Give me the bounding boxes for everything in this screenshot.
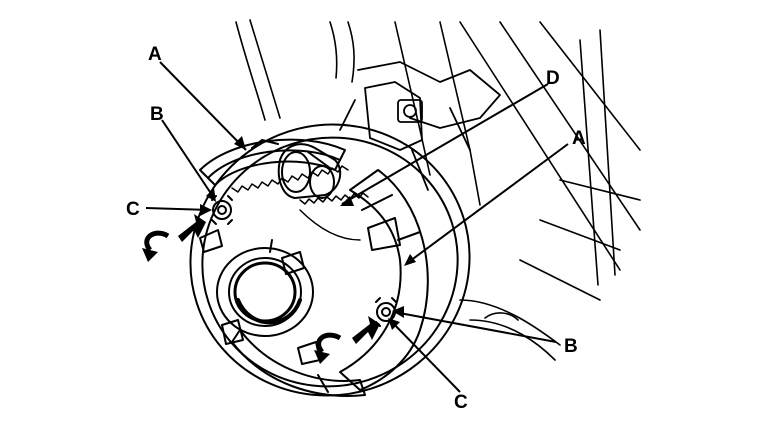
brake-shoe-lower [231, 329, 366, 397]
callout-d: D [546, 68, 560, 89]
backing-plate [189, 123, 471, 397]
arrowhead-icon [314, 350, 330, 364]
upper-mount [339, 61, 501, 191]
brake-shoe-right [339, 169, 429, 391]
callout-a-right: A [572, 128, 586, 149]
callout-c-left: C [126, 199, 140, 220]
axle-hub [216, 247, 314, 337]
callout-a-top: A [148, 44, 162, 65]
rotation-arrow-icon [316, 332, 342, 354]
callout-b-right: B [564, 336, 578, 357]
rotation-arrow-icon [144, 230, 170, 252]
lower-arm [459, 299, 561, 361]
arrowhead-icon [142, 248, 158, 262]
leader-arrowheads [200, 136, 416, 330]
leader-lines [145, 61, 569, 393]
callout-c-bottom: C [454, 392, 468, 413]
push-arrow-icon [352, 316, 380, 344]
push-arrow-icon [178, 214, 206, 242]
callout-b-top: B [150, 104, 164, 125]
wheel-cylinder [277, 143, 342, 199]
